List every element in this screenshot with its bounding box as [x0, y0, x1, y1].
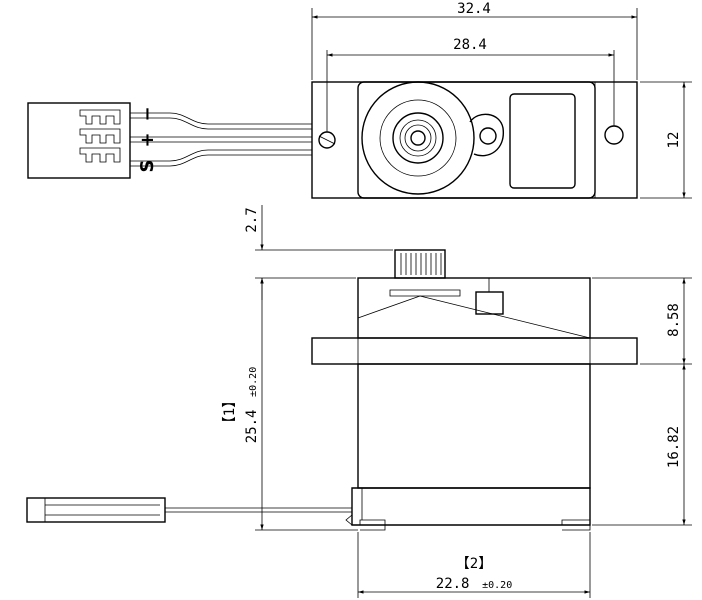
- dim-label-upper-height: 8.58: [666, 303, 682, 337]
- dim-spline-height: 2.7: [244, 205, 393, 300]
- side-view: 2.7 【1】 25.4 ±0.20 8.58 16.82: [26, 205, 692, 598]
- wires-top: [130, 112, 312, 167]
- dim-value-body-width: 22.8: [436, 576, 470, 592]
- dim-overall-width: 32.4: [311, 1, 638, 80]
- dim-upper-height: 8.58: [592, 277, 692, 365]
- mounting-flange: [311, 337, 638, 365]
- dim-body-height: 【1】 25.4 ±0.20: [222, 278, 358, 531]
- dim-label-body-height-note: 【1】: [222, 394, 238, 430]
- upper-housing: [357, 277, 591, 339]
- dim-label-overall-width: 32.4: [457, 1, 491, 17]
- dim-body-width: 【2】 22.8 ±0.20: [357, 532, 591, 598]
- servo-top-body: [311, 81, 638, 199]
- dim-hole-spacing: 28.4: [326, 37, 615, 132]
- dim-tol-body-width: ±0.20: [482, 580, 512, 591]
- output-spline: [394, 249, 446, 279]
- dim-value-body-height: 25.4: [244, 410, 260, 444]
- pin-label-positive: +: [137, 132, 158, 147]
- lower-housing: [357, 363, 591, 489]
- dim-lower-height: 16.82: [592, 364, 692, 526]
- dim-label-hole-spacing: 28.4: [453, 37, 487, 53]
- dim-label-body-height: 25.4 ±0.20: [241, 367, 260, 443]
- dim-label-lower-height: 16.82: [666, 426, 682, 468]
- dim-label-body-width: 22.8 ±0.20: [436, 573, 512, 592]
- bottom-cap: [345, 487, 591, 531]
- dim-depth: 12: [640, 81, 692, 199]
- dim-label-body-width-note: 【2】: [456, 556, 492, 572]
- cable-side: [26, 497, 352, 523]
- mount-hole-right: [604, 125, 624, 145]
- top-view: S + −: [27, 1, 692, 199]
- dim-tol-body-height: ±0.20: [248, 367, 259, 397]
- pin-label-negative: −: [137, 106, 158, 121]
- connector-top: S + −: [27, 102, 158, 179]
- dim-label-depth: 12: [666, 132, 682, 149]
- dim-label-spline-height: 2.7: [244, 207, 260, 232]
